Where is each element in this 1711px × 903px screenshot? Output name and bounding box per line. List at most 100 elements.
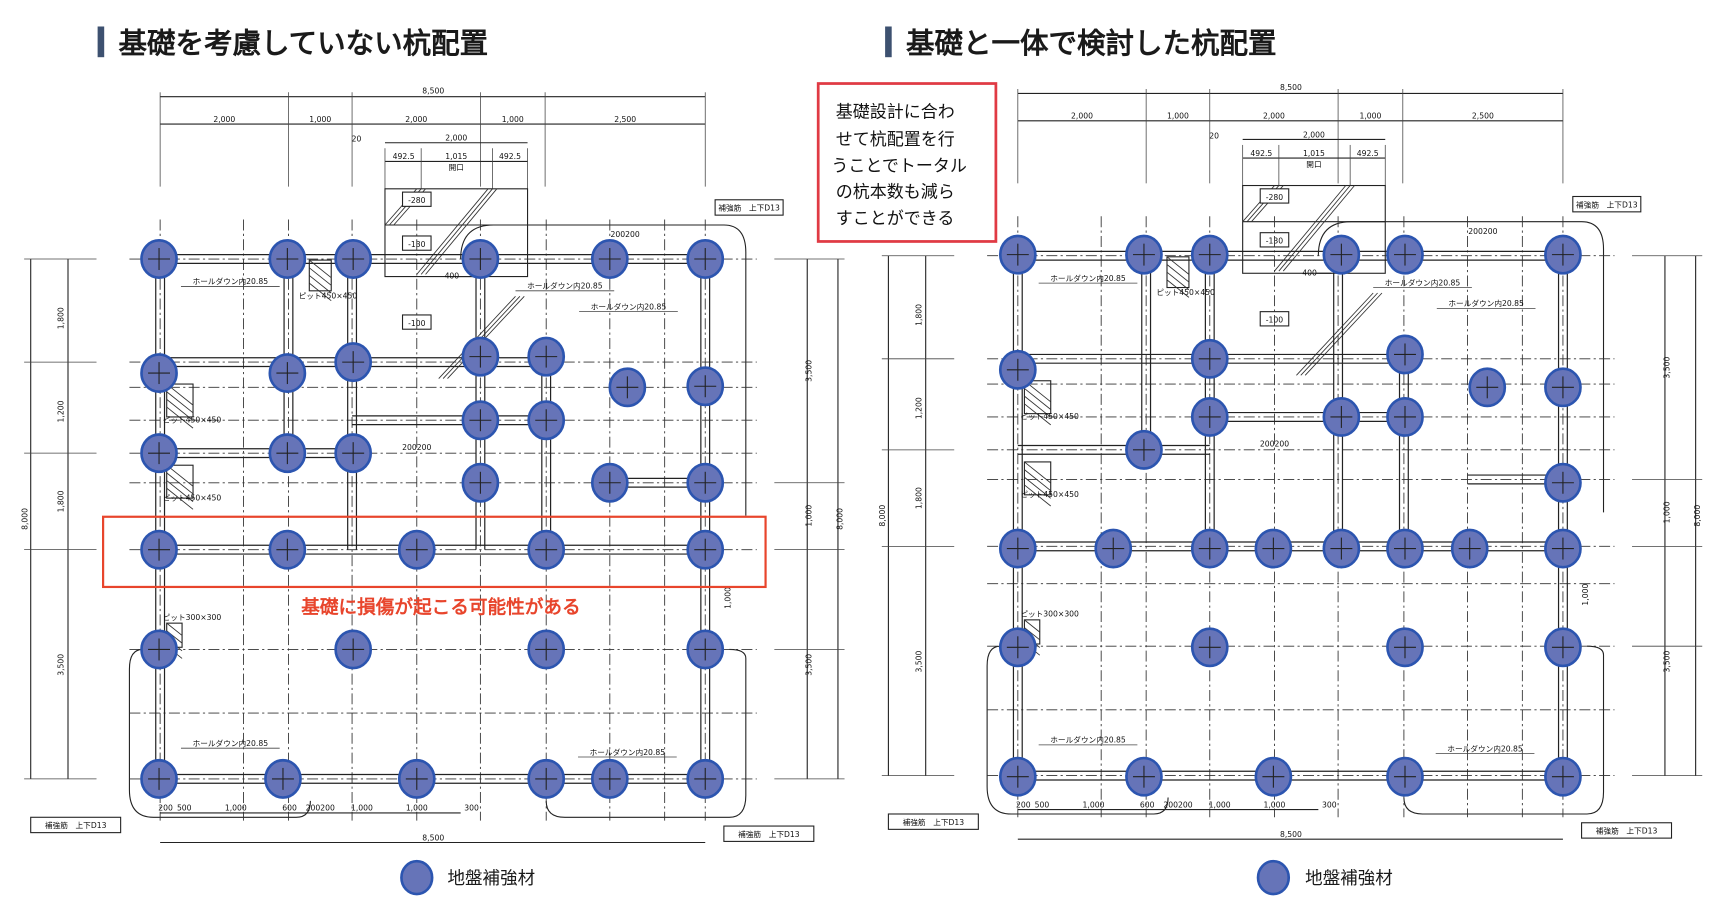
holddown-label: ホールダウン内20.85 (590, 747, 666, 757)
dimension-label: 1,800 (914, 487, 923, 509)
dimension-label: 1,000 (1167, 112, 1189, 121)
dimension-label: 3,500 (805, 654, 814, 676)
dimension-label: 3,500 (914, 650, 923, 672)
dimension-label: 2,000 (1071, 112, 1093, 121)
dimension-label: 8,000 (20, 508, 29, 530)
holddown-label: ホールダウン内20.85 (193, 276, 269, 286)
rebar-note: 補強筋 上下D13 (738, 829, 800, 839)
stair-hatch (416, 188, 489, 275)
rebar-note-box (1572, 195, 1642, 213)
rebar-note-box (1581, 822, 1673, 839)
holddown-label: ホールダウン内20.85 (1050, 273, 1126, 283)
dimension-label: 2,000 (1263, 112, 1285, 121)
dimension-label: 500 (1035, 800, 1050, 809)
dimension-label: 200200 (402, 443, 431, 452)
dimension-label: 200200 (1163, 800, 1192, 809)
holddown-label: ホールダウン内20.85 (193, 738, 269, 748)
dimension-label: 1,000 (309, 115, 331, 124)
callout-box (816, 82, 998, 243)
dimension-label: 200200 (1260, 440, 1289, 449)
title-bar-left (97, 26, 105, 58)
dimension-label: 3,500 (1662, 650, 1671, 672)
dimension-label: 200200 (611, 230, 640, 239)
holddown-label: ホールダウン内20.85 (1050, 735, 1126, 745)
stair-hatch (420, 188, 493, 275)
foundation-outline (986, 645, 1169, 815)
pit-outline (1023, 461, 1052, 496)
damage-highlight-box (102, 515, 767, 589)
dimension-label: 1,000 (723, 587, 732, 609)
rebar-note-box (887, 813, 979, 830)
legend-label-right: 地盤補強材 (1305, 869, 1393, 889)
pit-hatch (166, 480, 194, 502)
dimension-label: 2,000 (213, 115, 235, 124)
legend-pile-icon (1256, 859, 1291, 896)
foundation-outline (545, 648, 747, 818)
pit-hatch (1024, 403, 1052, 426)
callout-line: の杭本数も減ら (836, 183, 955, 203)
pit-hatch (1024, 476, 1052, 499)
pit-hatch (1166, 279, 1190, 298)
dimension-label: 1,000 (1209, 800, 1231, 809)
dimension-label: 3,500 (1662, 357, 1671, 379)
stair-hatch (1300, 292, 1378, 376)
dimension-label: 200200 (1468, 227, 1497, 236)
pit-label: ピット450×450 (299, 291, 358, 300)
dimension-label: 20 (1209, 131, 1219, 140)
rebar-note-box (30, 816, 122, 834)
dimension-label: 3,500 (57, 654, 66, 676)
dimension-label: 開口 (1306, 160, 1321, 169)
dimension-label: 1,000 (406, 804, 428, 813)
pit-label: ピット300×300 (163, 613, 222, 622)
pit-label: ピット450×450 (163, 415, 222, 424)
dimension-label: 1,800 (57, 307, 66, 329)
dimension-label: 492.5 (1357, 149, 1379, 158)
pit-hatch (1024, 484, 1052, 507)
foundation-outline (1403, 645, 1605, 815)
dimension-label: 200200 (306, 804, 335, 813)
dimension-label: 200 (158, 804, 173, 813)
dimension-label: 8,500 (1280, 83, 1302, 92)
dimension-label: 2,000 (405, 115, 427, 124)
holddown-label: ホールダウン内20.85 (527, 281, 603, 291)
pit-hatch (1166, 256, 1190, 275)
dimension-label: 1,000 (1083, 800, 1105, 809)
pit-label: ピット450×450 (1020, 490, 1079, 499)
pit-hatch (1024, 395, 1052, 418)
dimension-label: 開口 (449, 163, 464, 172)
dimension-label: 2,500 (1472, 112, 1494, 121)
pit-hatch (166, 487, 194, 510)
pit-label: ピット300×300 (1020, 610, 1079, 619)
rebar-note-box (714, 199, 784, 216)
pit-outline (166, 464, 194, 499)
foundation-outline (128, 648, 311, 818)
dimension-label: 1,000 (225, 804, 247, 813)
rebar-note: 補強筋 上下D13 (718, 203, 780, 213)
stair-hatch (1304, 292, 1383, 376)
pit-hatch (166, 622, 183, 636)
dimension-label: 2,000 (445, 134, 467, 143)
holddown-label: ホールダウン内20.85 (1447, 743, 1523, 753)
pit-hatch (166, 464, 194, 487)
dimension-label: 600 (1140, 800, 1155, 809)
dimension-label: 8,500 (422, 86, 444, 95)
left-title: 基礎を考慮していない杭配置 (118, 27, 488, 60)
legend-pile-icon (400, 859, 434, 896)
holddown-label: ホールダウン内20.85 (591, 301, 667, 311)
arrow-label: 400 (1302, 268, 1317, 277)
pit-hatch (309, 267, 332, 286)
pit-hatch (1024, 627, 1041, 641)
dimension-label: 8,000 (1693, 505, 1702, 527)
dimension-label: 1,015 (1303, 149, 1325, 158)
dimension-label: 300 (1322, 800, 1337, 809)
level-box (401, 191, 432, 207)
pit-hatch (1166, 264, 1190, 283)
dimension-label: 492.5 (393, 152, 415, 161)
rebar-note: 補強筋 上下D13 (1596, 826, 1658, 836)
dimension-label: 1,200 (57, 400, 66, 422)
right-title: 基礎と一体で検討した杭配置 (906, 27, 1277, 60)
foundation-outline (1317, 221, 1605, 513)
stair-hatch (447, 296, 525, 379)
